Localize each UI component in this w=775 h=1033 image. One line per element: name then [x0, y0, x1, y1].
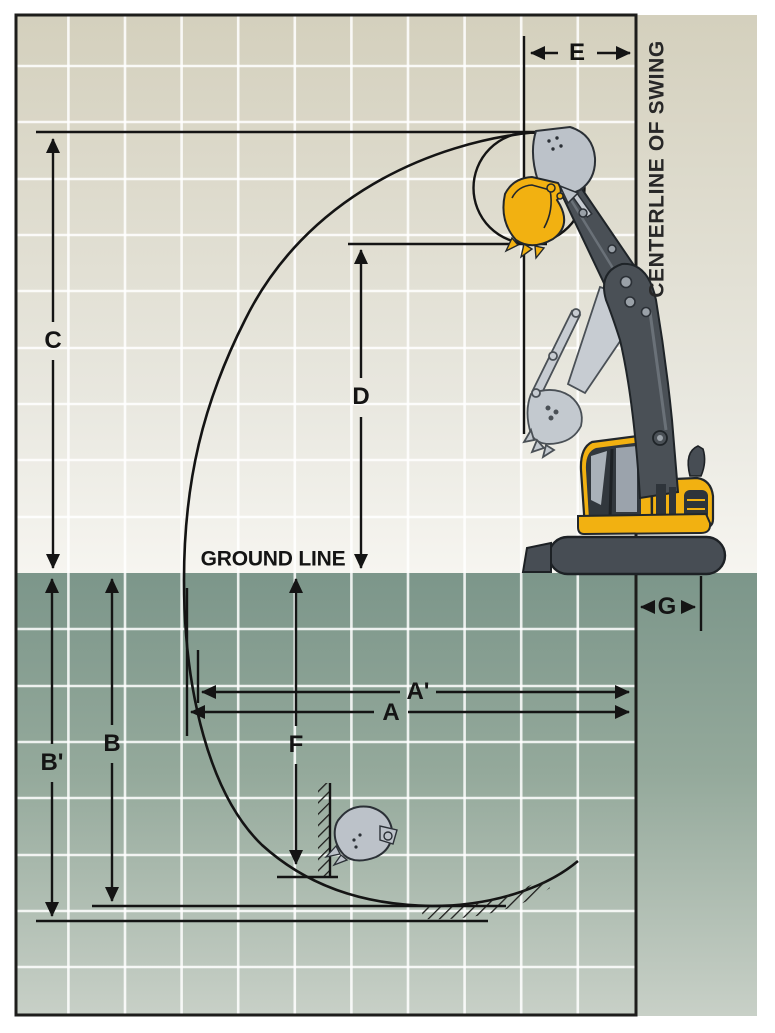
centerline-of-swing-label: CENTERLINE OF SWING — [645, 40, 669, 298]
dim-label-f: F — [288, 731, 304, 758]
excavator-bucket-yellow — [502, 175, 566, 260]
excavator-platform — [577, 512, 712, 536]
dim-label-b: B — [103, 730, 121, 757]
dimension-lines — [45, 46, 696, 917]
excavator-vents — [656, 484, 708, 524]
excavator-bucket-raised — [532, 125, 597, 205]
excavator-bucket-wall — [324, 805, 398, 867]
dim-label-d: D — [352, 383, 370, 410]
dim-label-c: C — [44, 327, 62, 354]
dim-label-b-prime: B' — [40, 749, 64, 776]
excavator-tracks — [521, 445, 727, 576]
excavator-handrail — [687, 445, 706, 477]
excavator-cab — [579, 434, 654, 530]
dim-label-e: E — [568, 39, 586, 66]
excavator-illustration — [324, 125, 727, 867]
ground-line-label: GROUND LINE — [200, 547, 346, 571]
dim-label-a-prime: A' — [406, 678, 430, 705]
dim-label-a: A — [382, 699, 400, 726]
dim-label-g: G — [657, 593, 677, 620]
excavator-boom — [603, 262, 680, 500]
hatch-marks — [318, 783, 550, 920]
